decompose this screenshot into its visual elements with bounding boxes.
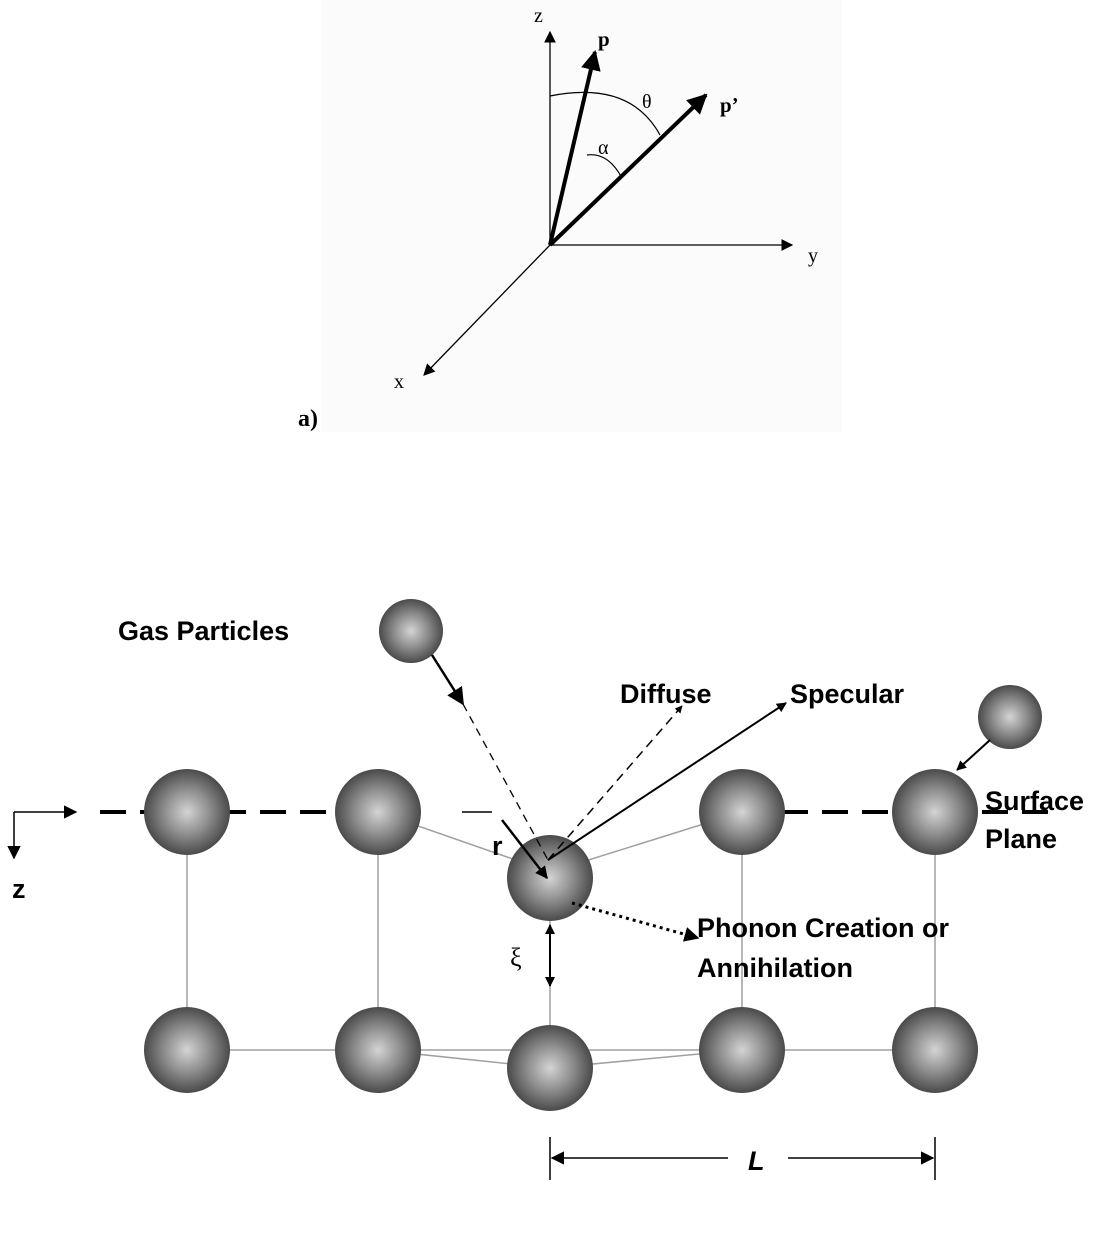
atom-top-1 [144,769,230,855]
gas-particles-label: Gas Particles [118,616,289,646]
panel-b: Gas Particles Diffuse Specular Surface P… [7,599,1084,1180]
atom-top-2 [335,769,421,855]
alpha-label: α [598,137,609,159]
gas-particle-2 [978,685,1042,749]
panel-a-label: a) [298,406,318,432]
y-axis-label: y [808,245,818,267]
lattice-atoms [144,769,978,1111]
theta-arc [549,91,661,136]
atom-bottom-5 [892,1007,978,1093]
surface-plane-label-1: Surface [985,786,1084,816]
atom-top-displaced [507,835,593,921]
z-coordinate-label: z [12,874,26,904]
atom-top-4 [699,769,785,855]
surface-plane-label-2: Plane [985,824,1057,854]
vector-p-prime-label: p’ [720,93,739,117]
gas-particle-2-arrow [956,739,991,771]
atom-top-5 [892,769,978,855]
atom-bottom-3 [507,1025,593,1111]
L-label: L [748,1146,765,1176]
gas-particle-1 [379,599,443,663]
r-label: r [492,831,503,861]
x-axis [423,244,551,376]
phonon-arrow [571,901,700,942]
z-axis-label: z [534,5,543,27]
atom-bottom-2 [335,1007,421,1093]
vector-p-label: p [598,27,610,51]
incident-path [462,703,549,861]
diffuse-label: Diffuse [620,679,712,709]
alpha-arc [586,154,623,179]
specular-arrow [547,702,787,861]
vector-p [548,50,601,246]
specular-label: Specular [790,679,905,709]
phonon-label-2: Annihilation [697,953,853,983]
atom-bottom-4 [699,1007,785,1093]
incident-arrow [430,654,465,706]
vector-p-prime [548,93,708,247]
x-axis-label: x [394,371,404,393]
panel-a: z y x p p’ θ α a) [298,0,842,432]
xi-label: ξ [510,943,522,972]
r-arrow [501,819,548,879]
atom-bottom-1 [144,1007,230,1093]
diffuse-arrow [547,705,683,861]
theta-label: θ [642,91,652,113]
phonon-label-1: Phonon Creation or [697,913,949,943]
